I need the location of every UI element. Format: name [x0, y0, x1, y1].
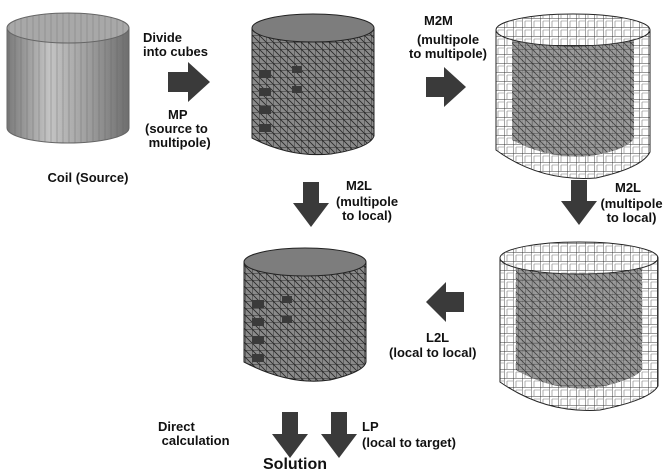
m2l-right-label: M2L: [615, 181, 641, 195]
solution-label: Solution: [263, 458, 327, 469]
m2l-left-label: M2L: [346, 179, 372, 193]
m2m-description: (multipole to multipole): [393, 33, 503, 61]
cube-boxed-coil-top: [496, 14, 650, 178]
coil-source-label: Coil (Source): [28, 171, 148, 185]
m2l-right-arrow-icon: [561, 180, 597, 225]
meshed-coil-bottom: [244, 248, 366, 381]
m2m-arrow-icon: [426, 67, 466, 107]
m2l-right-description: (multipole to local): [594, 197, 669, 225]
m2l-left-description: (multipole to local): [324, 195, 410, 223]
l2l-arrow-icon: [426, 282, 464, 322]
divide-label: Divide into cubes: [143, 31, 208, 59]
lp-label: LP: [362, 420, 379, 434]
l2l-description: (local to local): [389, 346, 476, 360]
m2m-label: M2M: [424, 14, 453, 28]
mp-label: MP: [168, 108, 188, 122]
lp-description: (local to target): [362, 436, 456, 450]
lp-arrow-icon: [321, 412, 357, 458]
coil-source-cylinder: [7, 13, 129, 143]
direct-calculation-label: Direct calculation: [158, 420, 230, 448]
l2l-label: L2L: [426, 331, 449, 345]
cube-boxed-coil-bottom: [500, 242, 658, 410]
direct-arrow-icon: [272, 412, 308, 458]
meshed-coil-top: [252, 14, 374, 155]
divide-arrow-icon: [168, 62, 210, 102]
mp-description: (source to multipole): [145, 122, 211, 150]
